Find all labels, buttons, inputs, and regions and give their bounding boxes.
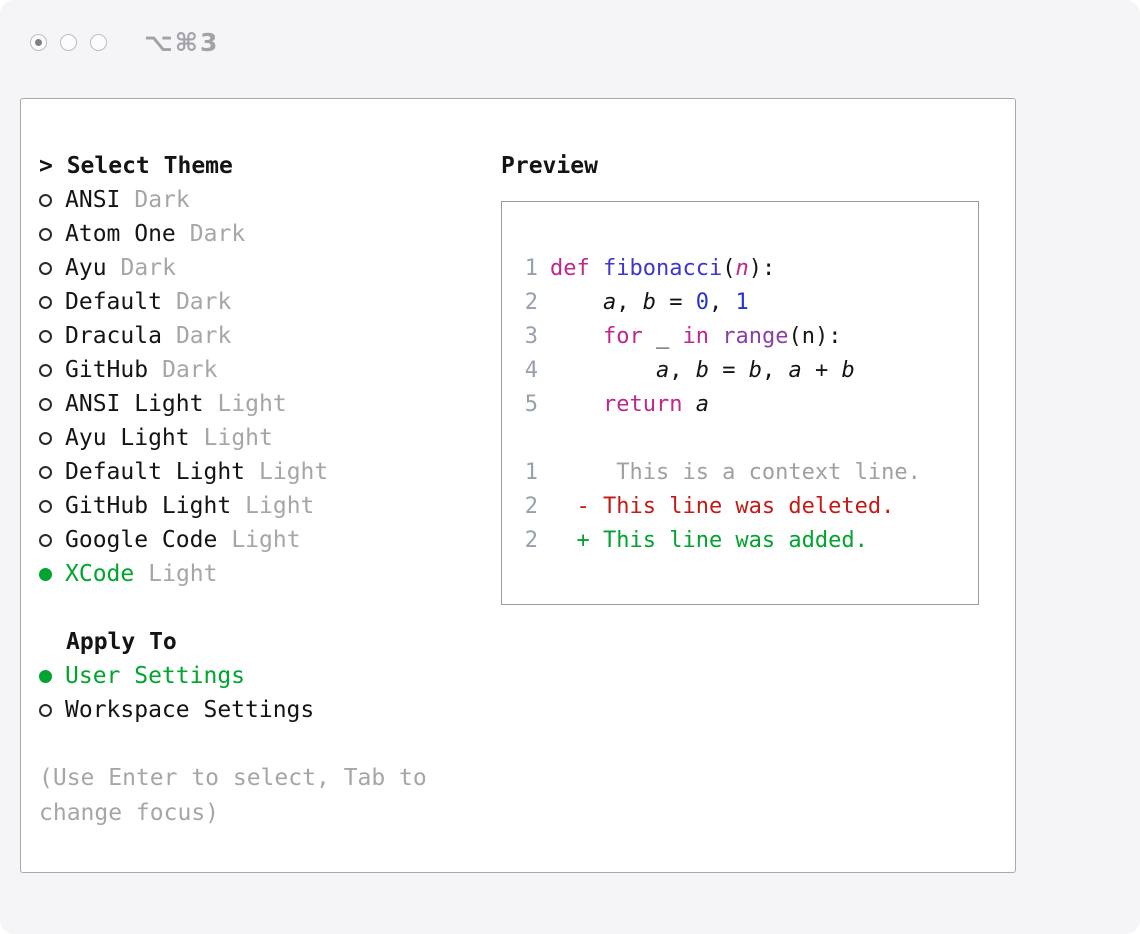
hint-text: (Use Enter to select, Tab to change focu… — [39, 765, 427, 826]
apply-option-user-settings[interactable]: User Settings — [39, 659, 479, 693]
theme-variant: Dark — [120, 255, 176, 281]
theme-option-ayu[interactable]: Ayu Dark — [39, 251, 479, 285]
code-line: 4 a, b = b, a + b — [524, 354, 962, 388]
diff-text: This is a context line. — [550, 460, 921, 485]
focus-dot — [35, 39, 42, 46]
radio-icon — [39, 329, 52, 343]
window-shortcut: ⌥⌘3 — [144, 28, 220, 57]
theme-option-default-light[interactable]: Default Light Light — [39, 455, 479, 489]
code-text: for _ in range(n): — [602, 324, 842, 349]
apply-to-title: Apply To — [66, 629, 177, 655]
radio-icon — [39, 465, 52, 479]
radio-icon — [39, 431, 52, 445]
theme-variant: Dark — [175, 323, 232, 349]
line-number: 1 — [524, 460, 538, 485]
theme-variant: Light — [245, 493, 315, 519]
theme-name: Ayu Light — [65, 425, 190, 451]
theme-name: GitHub — [65, 357, 149, 383]
code-text: a, b = 0, 1 — [602, 290, 749, 315]
theme-name: XCode — [65, 561, 135, 587]
line-number: 2 — [524, 494, 538, 519]
theme-variant: Dark — [189, 221, 246, 247]
theme-variant: Dark — [134, 187, 190, 213]
radio-icon — [39, 261, 52, 275]
theme-option-dracula[interactable]: Dracula Dark — [39, 319, 479, 353]
theme-name: Atom One — [65, 221, 176, 247]
theme-name: Dracula — [65, 323, 162, 349]
line-number: 3 — [524, 324, 538, 349]
select-theme-title: > Select Theme — [39, 153, 233, 179]
theme-name: ANSI Light — [65, 391, 204, 417]
titlebar: ⌥⌘3 — [30, 28, 219, 57]
diff-text: + This line was added. — [550, 528, 868, 553]
theme-variant: Light — [259, 459, 329, 485]
theme-variant: Light — [231, 527, 301, 553]
code-line: 2 a, b = 0, 1 — [524, 286, 962, 320]
theme-option-atom-one[interactable]: Atom One Dark — [39, 217, 479, 251]
theme-name: Ayu — [65, 255, 107, 281]
theme-option-github-light[interactable]: GitHub Light Light — [39, 489, 479, 523]
radio-icon — [39, 567, 52, 581]
diff-line-context: 1 This is a context line. — [524, 456, 962, 490]
theme-variant: Light — [148, 561, 218, 587]
theme-variant: Dark — [175, 289, 232, 315]
preview-title: Preview — [501, 153, 598, 179]
code-text: def fibonacci(n): — [550, 256, 776, 281]
radio-icon — [39, 669, 52, 683]
theme-option-github[interactable]: GitHub Dark — [39, 353, 479, 387]
diff-text: - This line was deleted. — [550, 494, 895, 519]
diff-line-added: 2 + This line was added. — [524, 524, 962, 558]
theme-variant: Light — [217, 391, 287, 417]
theme-option-ansi[interactable]: ANSI Dark — [39, 183, 479, 217]
radio-icon — [39, 533, 52, 547]
theme-option-ansi-light[interactable]: ANSI Light Light — [39, 387, 479, 421]
code-diff-gap — [524, 422, 962, 456]
theme-name: Default Light — [65, 459, 246, 485]
code-line: 1 def fibonacci(n): — [524, 252, 962, 286]
theme-option-default[interactable]: Default Dark — [39, 285, 479, 319]
traffic-light-close-icon[interactable] — [30, 34, 47, 51]
apply-option-label: User Settings — [65, 663, 246, 689]
radio-icon — [39, 193, 52, 207]
line-number: 4 — [524, 358, 538, 383]
line-number: 2 — [524, 528, 538, 553]
diff-preview: 1 This is a context line.2 - This line w… — [524, 456, 962, 558]
code-line: 3 for _ in range(n): — [524, 320, 962, 354]
apply-option-label: Workspace Settings — [65, 697, 315, 723]
theme-option-ayu-light[interactable]: Ayu Light Light — [39, 421, 479, 455]
radio-icon — [39, 363, 52, 377]
radio-icon — [39, 295, 52, 309]
line-number: 2 — [524, 290, 538, 315]
line-number: 5 — [524, 392, 538, 417]
theme-option-google-code[interactable]: Google Code Light — [39, 523, 479, 557]
apply-option-workspace-settings[interactable]: Workspace Settings — [39, 693, 479, 727]
diff-line-deleted: 2 - This line was deleted. — [524, 490, 962, 524]
theme-name: GitHub Light — [65, 493, 232, 519]
traffic-light-zoom-icon[interactable] — [90, 34, 107, 51]
radio-icon — [39, 397, 52, 411]
code-text: a, b = b, a + b — [655, 358, 855, 383]
theme-name: ANSI — [65, 187, 121, 213]
line-number: 1 — [524, 256, 538, 281]
radio-icon — [39, 227, 52, 241]
code-text: return a — [602, 392, 709, 417]
theme-variant: Dark — [162, 357, 218, 383]
radio-icon — [39, 499, 52, 513]
theme-name: Google Code — [65, 527, 218, 553]
theme-option-xcode[interactable]: XCode Light — [39, 557, 479, 591]
code-line: 5 return a — [524, 388, 962, 422]
traffic-light-minimize-icon[interactable] — [60, 34, 77, 51]
theme-variant: Light — [203, 425, 273, 451]
radio-icon — [39, 703, 52, 717]
theme-name: Default — [65, 289, 162, 315]
